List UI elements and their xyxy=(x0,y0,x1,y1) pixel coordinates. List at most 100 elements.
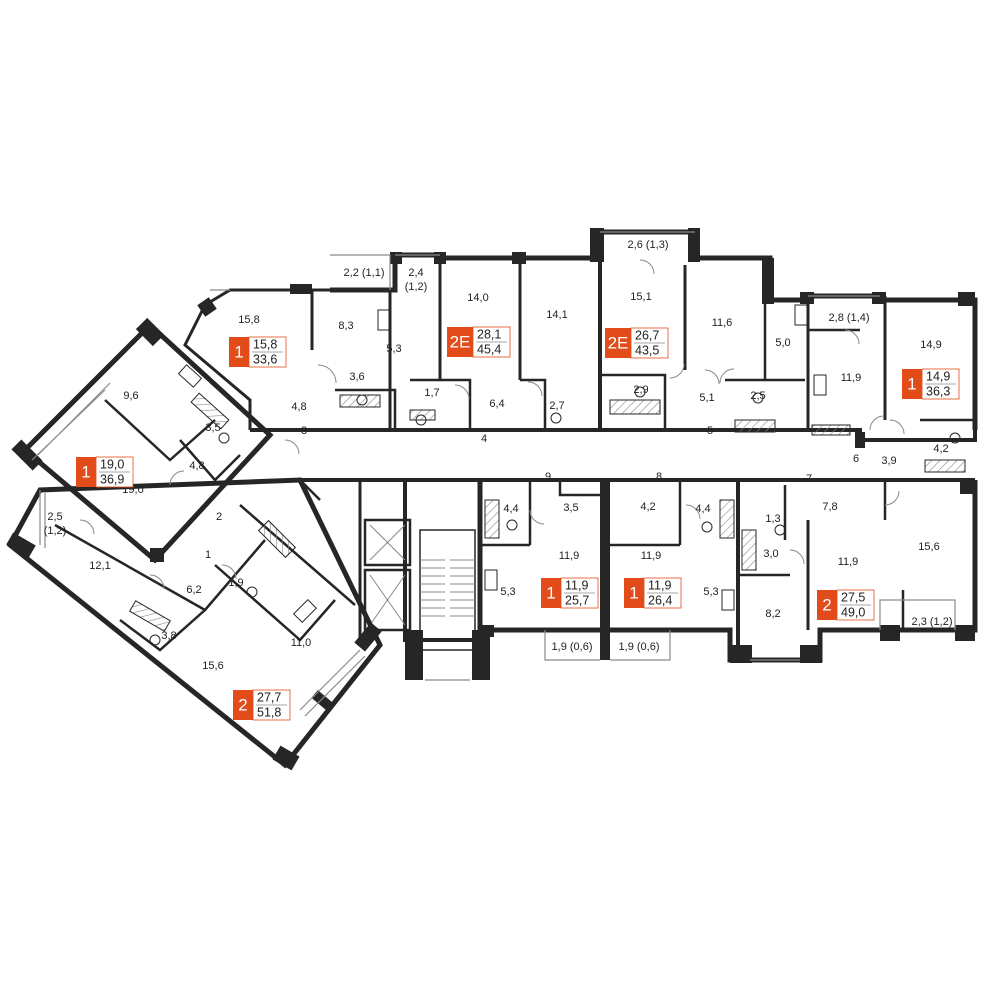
room-label: 15,8 xyxy=(238,314,259,326)
room-label: 5,0 xyxy=(775,337,790,349)
left-wing-walls xyxy=(6,321,383,769)
apartment-rooms-badge xyxy=(817,590,837,620)
room-label: 15,6 xyxy=(918,541,939,553)
apartment-badge[interactable]: 1 15,833,6 xyxy=(229,336,287,368)
room-label: 1,7 xyxy=(424,387,439,399)
room-label: 7,8 xyxy=(822,501,837,513)
room-label: 5,3 xyxy=(500,586,515,598)
room-label: 9 xyxy=(545,471,551,483)
room-label: 3,6 xyxy=(349,371,364,383)
room-label: 6 xyxy=(853,453,859,465)
room-label: 14,0 xyxy=(467,292,488,304)
room-label: (1,2) xyxy=(44,525,67,537)
room-label: 3 xyxy=(301,425,307,437)
room-label: 2,4 xyxy=(408,267,423,279)
room-label: 1 xyxy=(205,549,211,561)
apartment-rooms: 2 xyxy=(238,695,247,714)
room-label: 11,6 xyxy=(712,317,733,329)
apartment-rooms: 1 xyxy=(546,583,555,602)
apartment-total-area: 33,6 xyxy=(253,352,277,366)
room-label: 5,3 xyxy=(386,343,401,355)
apartment-living-area: 14,9 xyxy=(926,369,950,383)
door-swings xyxy=(79,259,905,590)
apartment-rooms-badge xyxy=(902,369,922,399)
room-label: 11,9 xyxy=(841,372,862,384)
apartment-rooms-badge xyxy=(233,690,253,720)
room-label: 2,7 xyxy=(549,400,564,412)
apartment-total-area: 45,4 xyxy=(477,342,501,356)
room-label: (1,2) xyxy=(405,281,428,293)
room-label: 8,3 xyxy=(338,320,353,332)
room-label: 2,5 xyxy=(47,511,62,523)
room-label: 2,2 (1,1) xyxy=(344,267,385,279)
balcony-lines xyxy=(31,231,956,717)
room-label: 2,8 (1,4) xyxy=(829,312,870,324)
room-label: 1,9 (0,6) xyxy=(552,641,593,653)
apartment-rooms: 2 xyxy=(822,595,831,614)
room-label: 1,9 xyxy=(228,577,243,589)
apartment-rooms: 1 xyxy=(81,462,90,481)
room-label: 4,8 xyxy=(189,460,204,472)
apartment-living-area: 11,9 xyxy=(565,578,588,592)
kitchen-fixtures xyxy=(149,304,961,646)
apartment-rooms: 1 xyxy=(234,342,243,361)
apartment-rooms: 2E xyxy=(450,332,471,351)
apartment-rooms-badge xyxy=(624,578,644,608)
room-label: 2,3 (1,2) xyxy=(912,616,953,628)
apartment-total-area: 49,0 xyxy=(841,605,865,619)
apartment-living-area: 26,7 xyxy=(635,328,659,342)
room-label: 1,9 (0,6) xyxy=(619,641,660,653)
room-labels: 15,8 8,3 2,2 (1,1) 2,4 (1,2) 5,3 3,6 4,8 3 9,6 3,5… xyxy=(44,239,953,672)
room-label: 3,5 xyxy=(563,502,578,514)
apartment-living-area: 15,8 xyxy=(253,337,277,351)
apartment-living-area: 28,1 xyxy=(477,327,501,341)
apartment-rooms-badge xyxy=(541,578,561,608)
room-label: 15,1 xyxy=(630,291,651,303)
apartment-total-area: 51,8 xyxy=(257,705,281,719)
room-label: 4,2 xyxy=(640,501,655,513)
apartment-badge[interactable]: 2E 28,145,4 xyxy=(447,326,511,358)
bath-fixtures xyxy=(128,392,966,632)
room-label: 3,5 xyxy=(205,422,220,434)
room-label: 11,9 xyxy=(641,550,662,562)
apartment-total-area: 26,4 xyxy=(648,593,672,607)
apartment-total-area: 36,3 xyxy=(926,384,950,398)
room-label: 3,0 xyxy=(763,548,778,560)
room-label: 4 xyxy=(481,433,487,445)
apartment-total-area: 25,7 xyxy=(565,593,589,607)
apartment-rooms-badge xyxy=(76,457,96,487)
room-label: 12,1 xyxy=(89,560,110,572)
apartment-badge[interactable]: 1 11,925,7 xyxy=(541,577,599,609)
room-label: 3,8 xyxy=(161,630,176,642)
apartment-living-area: 27,7 xyxy=(257,690,281,704)
room-label: 9,6 xyxy=(123,390,138,402)
room-label: 15,6 xyxy=(202,660,223,672)
room-label: 1,3 xyxy=(765,513,780,525)
room-label: 8,2 xyxy=(765,608,780,620)
room-label: 6,4 xyxy=(489,398,504,410)
apartment-total-area: 43,5 xyxy=(635,343,659,357)
room-label: 5,3 xyxy=(703,586,718,598)
room-label: 2,6 (1,3) xyxy=(628,239,669,251)
apartment-rooms: 1 xyxy=(629,583,638,602)
room-label: 2,5 xyxy=(750,390,765,402)
left-wing-wall-blocks xyxy=(6,297,382,771)
apartment-badge[interactable]: 1 14,936,3 xyxy=(902,368,960,400)
room-label: 4,4 xyxy=(503,503,518,515)
apartment-badge[interactable]: 1 19,036,9 xyxy=(76,456,134,488)
room-label: 2 xyxy=(216,511,222,523)
room-label: 6,2 xyxy=(186,584,201,596)
apartment-living-area: 19,0 xyxy=(100,457,124,471)
apartment-total-area: 36,9 xyxy=(100,472,124,486)
room-label: 5 xyxy=(707,425,713,437)
room-label: 11,9 xyxy=(838,556,859,568)
room-label: 4,8 xyxy=(291,401,306,413)
apartment-rooms: 1 xyxy=(907,374,916,393)
room-label: 4,2 xyxy=(933,443,948,455)
apartment-badge[interactable]: 2 27,751,8 xyxy=(233,689,291,721)
